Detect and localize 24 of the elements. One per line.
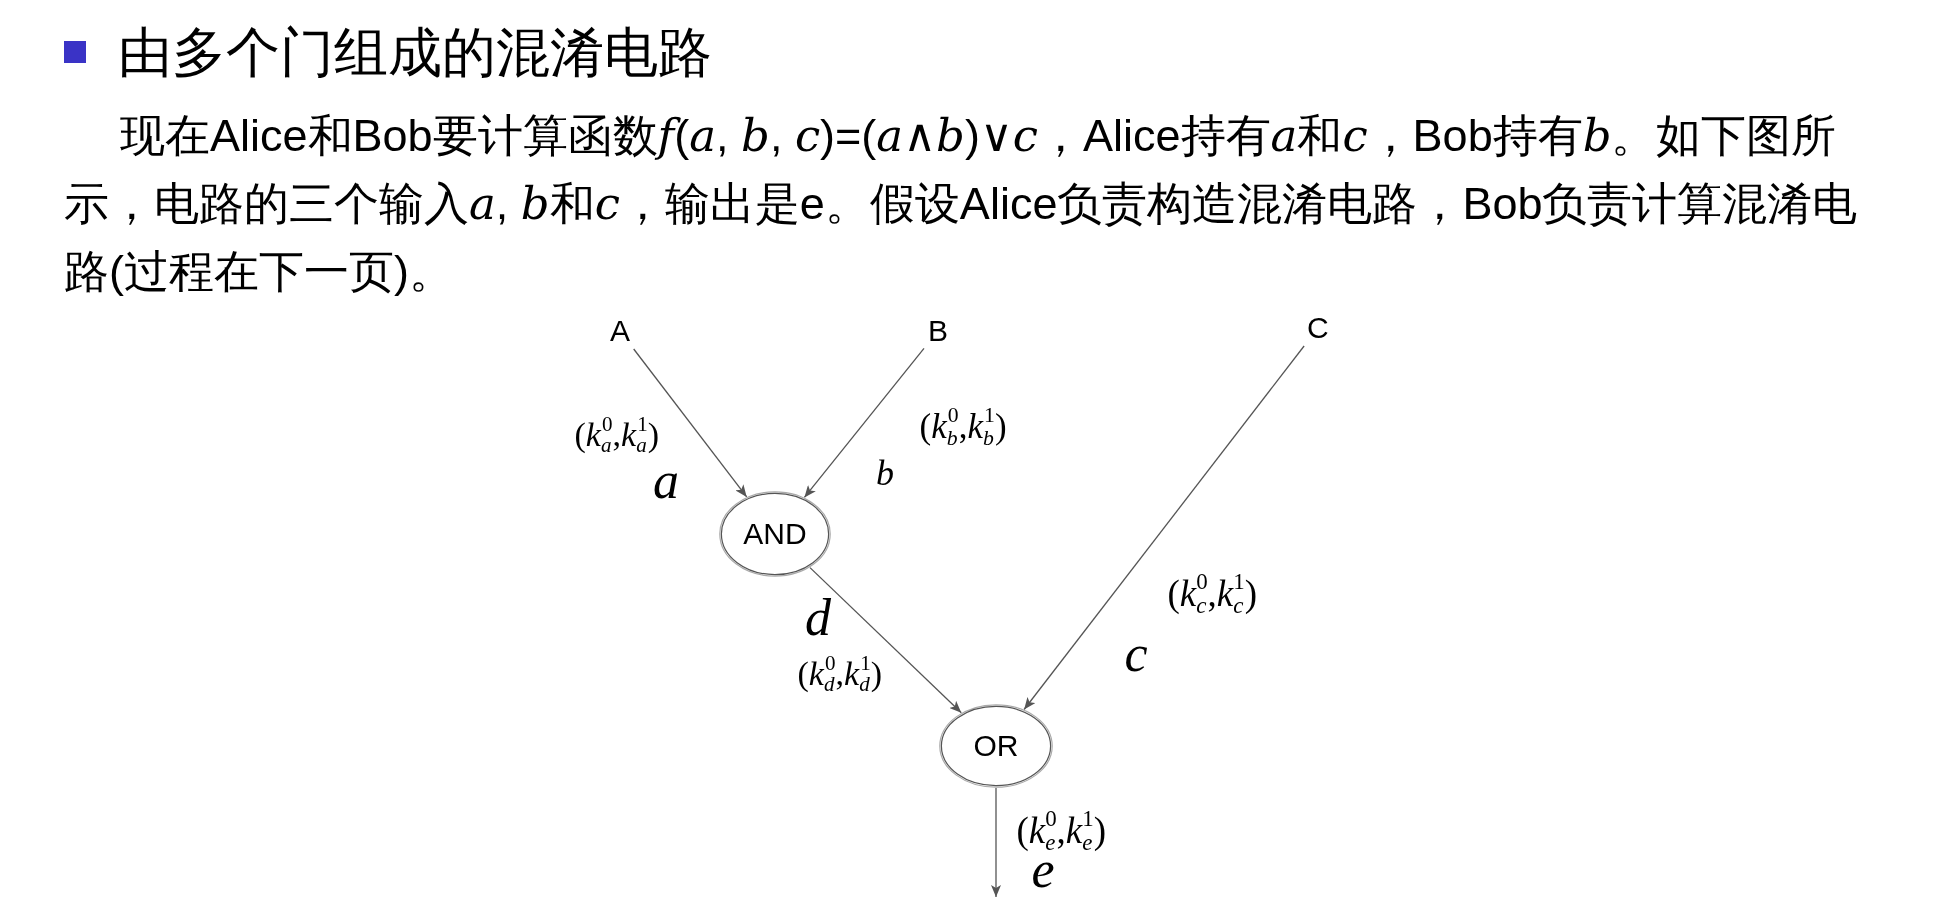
edge-label: (k$_{a}$$^{0}$,k$_{a}$$^{1}$) bbox=[573, 417, 661, 453]
gate-label: OR bbox=[973, 730, 1019, 762]
edge-label: (k$_{e}$$^{0}$,k$_{e}$$^{1}$) bbox=[1015, 811, 1107, 851]
arrow bbox=[809, 566, 962, 714]
edge-label: (k$_{b}$$^{0}$,k$_{b}$$^{1}$) bbox=[918, 408, 1008, 446]
gate-circle bbox=[719, 491, 831, 577]
wire-name-label: b bbox=[876, 460, 894, 486]
arrow bbox=[991, 787, 1001, 898]
body-paragraph: 现在Alice和Bob要计算函数𝑓(𝑎, 𝑏, 𝑐)=(𝑎∧𝑏)∨𝑐，Alice持有𝑎和𝑐，Bob持有𝑏。如下图所示，电路的三个输入𝑎, 𝑏和𝑐，输出是e。假设Alice负责构造混淆电路，Bob负责计算混淆电路(过程在下一页)。 bbox=[64, 109, 1859, 299]
gate-circle bbox=[939, 704, 1053, 788]
edge-label: (k$_{d}$$^{0}$,k$_{d}$$^{1}$) bbox=[796, 656, 884, 692]
wire-name-label: d bbox=[805, 600, 831, 637]
wire-name-label: a bbox=[653, 463, 679, 500]
input-label: B bbox=[924, 313, 952, 349]
arrow bbox=[633, 348, 748, 498]
slide-title: 由多个门组成的混淆电路 bbox=[118, 21, 712, 84]
wire-name-label: c bbox=[1124, 636, 1148, 673]
input-label: A bbox=[606, 313, 634, 349]
arrow bbox=[1023, 345, 1305, 711]
arrow bbox=[803, 347, 925, 499]
wire-name-label: e bbox=[1031, 852, 1055, 889]
input-label: C bbox=[1303, 310, 1333, 346]
edge-label: (k$_{c}$$^{0}$,k$_{c}$$^{1}$) bbox=[1166, 574, 1258, 614]
gate-label: AND bbox=[743, 518, 807, 550]
